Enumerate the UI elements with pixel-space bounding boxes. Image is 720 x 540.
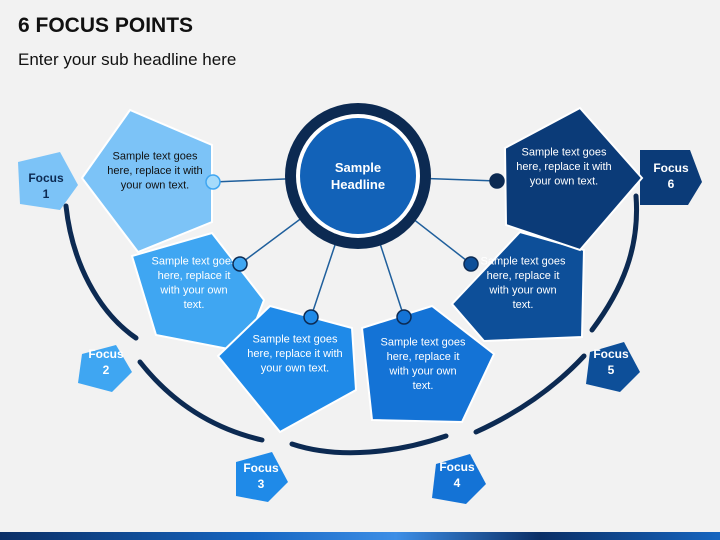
focus-petals: Sample text goes here, replace it with you… [80,106,644,434]
focus-tab-label-line: Focus [653,161,689,175]
focus-tab [78,345,132,392]
focus-petal-text-line: Sample text goes [253,334,338,346]
focus-tab-label-line: 4 [454,476,461,490]
focus-petal-text-line: your own text. [121,180,189,192]
bottom-accent-bar [0,532,720,540]
focus-tab-label-line: 3 [258,477,265,491]
focus-petal-text: Sample text goes here, replace it with you… [381,336,466,392]
focus-tab-label-line: Focus [88,347,124,361]
connecting-arcs [63,193,640,456]
focus-petal-text-line: Sample text goes [113,151,198,163]
center-circle [300,118,416,234]
connector-dot [205,174,221,190]
connecting-arc [63,203,139,341]
connector-dot [463,256,479,272]
connector-dot [396,309,412,325]
focus-petal-text: Sample text goes here, replace it with you… [247,334,342,375]
focus-tab-label: Focus 1 [28,171,64,201]
connector-dot [489,173,505,189]
focus-tab-label-line: 5 [608,363,615,377]
focus-petal-text: Sample text goes here, replace it with you… [481,255,566,311]
focus-petal-text-line: your own text. [530,176,598,188]
focus-tab [640,150,702,205]
center-headline-line: Headline [331,177,385,192]
focus-petal-text-line: here, replace it [158,270,231,282]
center-headline-line: Sample [335,160,381,175]
focus-petal-text-line: text. [184,299,205,311]
focus-petal [503,106,644,252]
focus-tab-label-line: 6 [668,177,675,191]
focus-tab [236,452,288,502]
focus-petal-text-line: Sample text goes [522,147,607,159]
focus-tab-label: Focus 2 [88,347,124,377]
connector-dot [232,256,248,272]
focus-petal-text-line: Sample text goes [152,255,237,267]
focus-petal-text-line: Sample text goes [381,336,466,348]
focus-petal-text-line: with your own [159,284,227,296]
focus-tab-label: Focus 3 [243,461,279,491]
connector-dot [303,309,319,325]
focus-petal-text-line: text. [413,380,434,392]
focus-tab-label: Focus 5 [593,347,629,377]
focus-tab-label-line: Focus [439,460,475,474]
focus-petal-text: Sample text goes here, replace it with you… [516,147,611,188]
connecting-arc [289,433,449,456]
focus-petal-text-line: Sample text goes [481,255,566,267]
focus-petal [360,304,496,424]
focus-petal-text-line: here, replace it with [247,348,342,360]
focus-petal-text: Sample text goes here, replace it with you… [107,151,202,192]
focus-tab-label-line: Focus [593,347,629,361]
focus-petal-text-line: here, replace it [487,270,560,282]
focus-petal [450,230,586,343]
focus-petal-text-line: your own text. [261,363,329,375]
focus-tab-label: Focus 6 [653,161,689,191]
focus-tab-label-line: Focus [28,171,64,185]
focus-tab [432,454,486,504]
focus-petal-text-line: here, replace it with [107,165,202,177]
slide-subtitle: Enter your sub headline here [18,50,237,69]
focus-petal-text: Sample text goes here, replace it with you… [152,255,237,311]
focus-tab-label: Focus 4 [439,460,475,490]
focus-petal-text-line: with your own [388,365,456,377]
focus-petal [216,304,358,434]
connecting-arc [137,359,265,443]
focus-petal-text-line: text. [513,299,534,311]
slide-title: 6 FOCUS POINTS [18,14,194,37]
focus-petal-text-line: here, replace it with [516,161,611,173]
connecting-arc [473,353,587,435]
focus-tab-label-line: 2 [103,363,110,377]
focus-petal-text-line: here, replace it [387,351,460,363]
focus-tab [18,152,78,210]
focus-tab-label-line: Focus [243,461,279,475]
focus-petal-text-line: with your own [488,284,556,296]
connecting-arc [589,193,640,333]
focus-tab [586,342,640,392]
focus-tab-label-line: 1 [43,187,50,201]
